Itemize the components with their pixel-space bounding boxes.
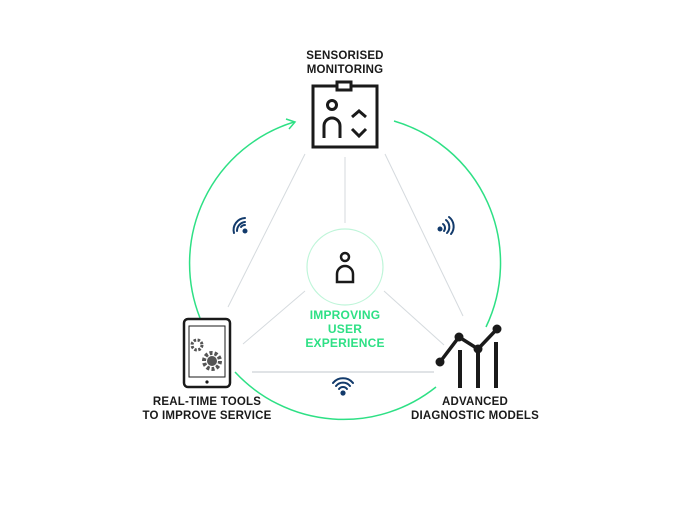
label-real-time-tools: REAL-TIME TOOLS TO IMPROVE SERVICE	[127, 395, 287, 423]
cycle-arc-left	[188, 121, 295, 319]
arrow-head-icon	[285, 118, 297, 130]
label-line: IMPROVING	[309, 308, 381, 322]
label-line: TO IMPROVE SERVICE	[142, 410, 272, 422]
label-line: DIAGNOSTIC MODELS	[411, 410, 539, 422]
connector-lines	[227, 153, 464, 373]
center-circle	[306, 228, 384, 306]
monitoring-board-icon	[311, 80, 379, 149]
label-line: SENSORISED	[306, 50, 384, 62]
label-improving-user-experience: IMPROVING USER EXPERIENCE	[285, 308, 405, 350]
user-icon	[335, 251, 355, 284]
wifi-signal-icon-right	[437, 216, 455, 235]
wifi-signal-icon-left	[232, 217, 248, 234]
label-line: ADVANCED	[442, 396, 508, 408]
wifi-signal-icon-bottom	[332, 377, 354, 396]
label-line: REAL-TIME TOOLS	[152, 396, 262, 408]
label-advanced-diagnostic-models: ADVANCED DIAGNOSTIC MODELS	[400, 395, 550, 423]
line-bar-chart-icon	[435, 324, 502, 388]
cycle-arc-bottom	[234, 371, 437, 421]
label-sensorised-monitoring: SENSORISED MONITORING	[285, 49, 405, 77]
tablet-gears-icon	[182, 317, 232, 389]
label-line: MONITORING	[306, 64, 384, 76]
cycle-arc-right	[393, 120, 502, 328]
label-line: EXPERIENCE	[305, 336, 385, 350]
label-line: USER	[327, 322, 363, 336]
